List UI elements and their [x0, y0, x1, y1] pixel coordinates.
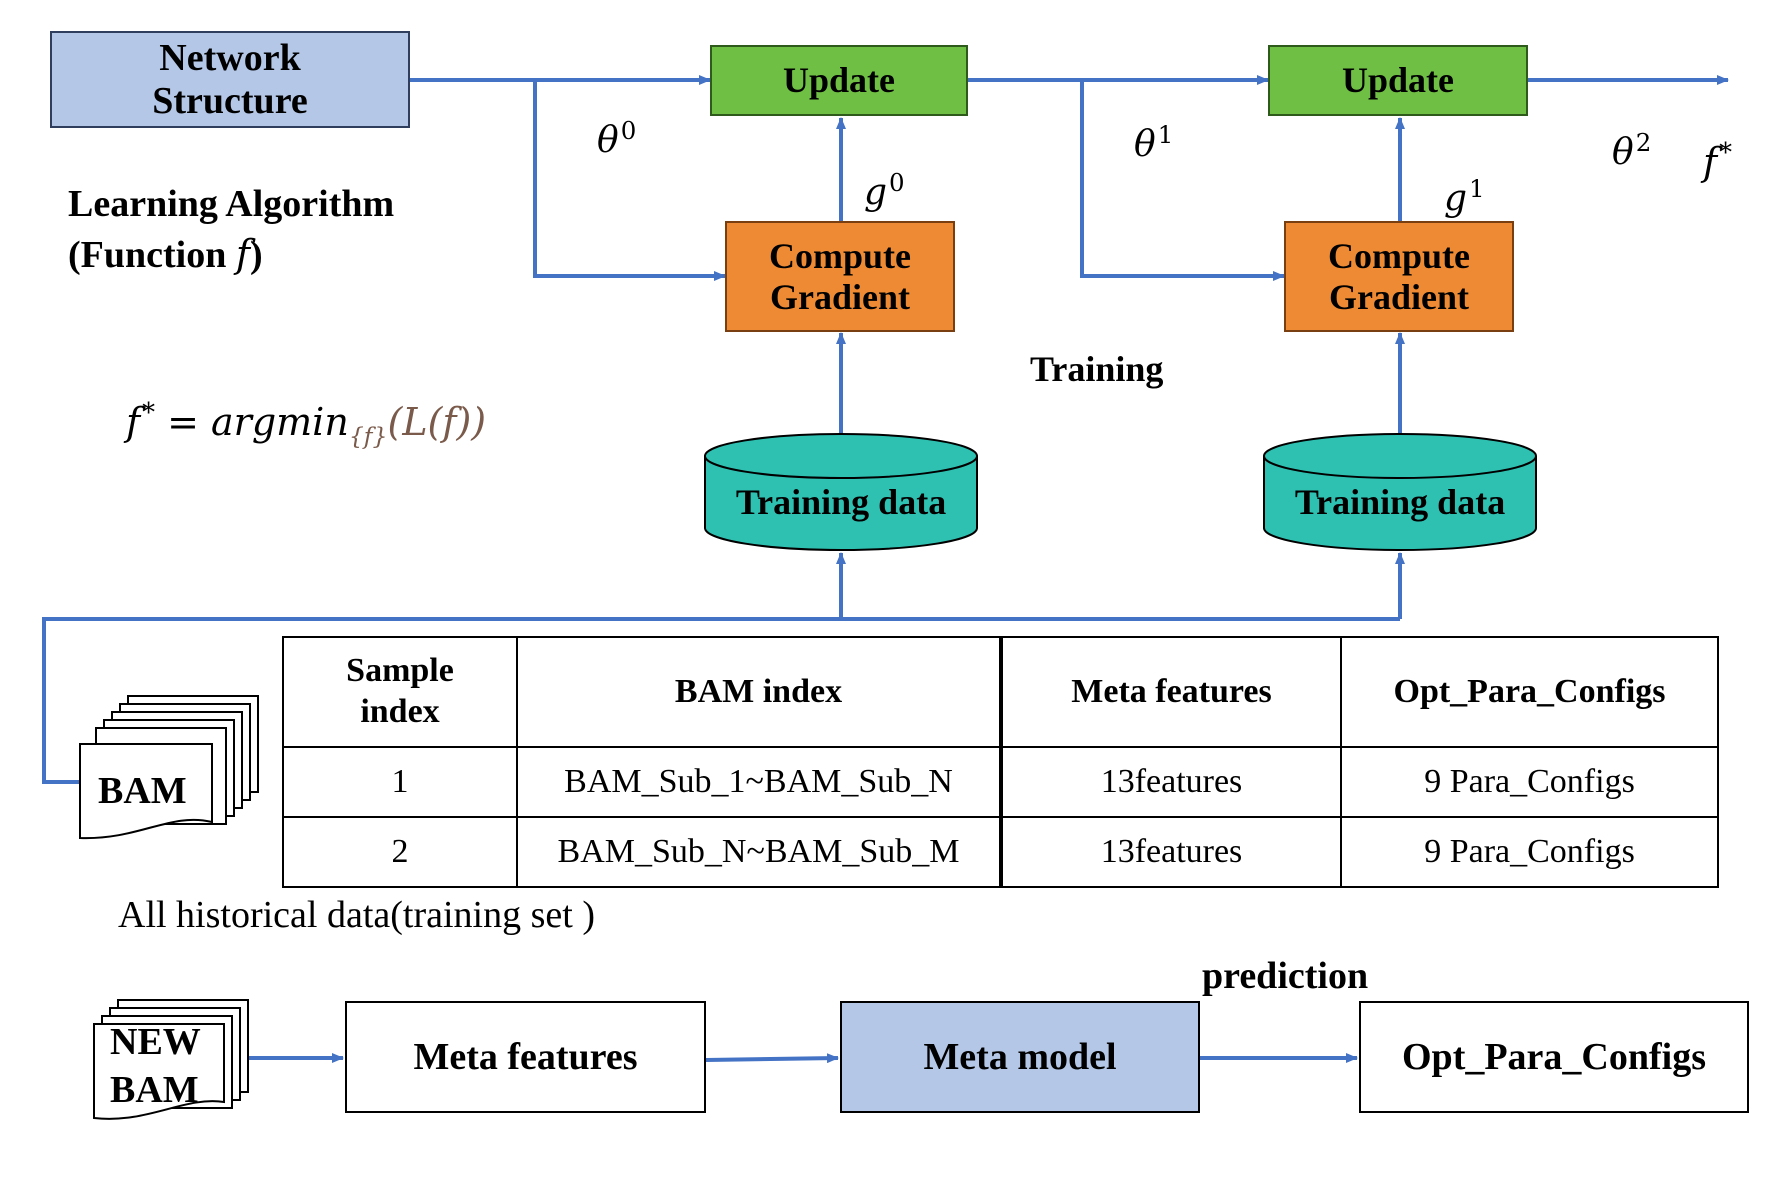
- training-data-label-1: Training data: [735, 482, 947, 522]
- header-opt-para-configs: Opt_Para_Configs: [1340, 636, 1719, 748]
- new-bam-document-stack-icon: [93, 999, 249, 1120]
- table-row: 2 BAM_Sub_N~BAM_Sub_M 13features 9 Para_…: [282, 816, 1719, 888]
- header-bam-index: BAM index: [516, 636, 1002, 748]
- arrow-network-to-gradient1: [533, 80, 726, 281]
- output-opt-para-configs-box: Opt_Para_Configs: [1359, 1001, 1749, 1113]
- function-suffix: ): [249, 234, 263, 276]
- objective-lhs-star: *: [142, 397, 155, 428]
- meta-model-box: Meta model: [840, 1001, 1200, 1113]
- theta-2-label: θ2: [1612, 128, 1651, 173]
- g-1-sup: 1: [1469, 173, 1485, 203]
- cell: BAM_Sub_1~BAM_Sub_N: [516, 746, 1002, 818]
- compute-gradient-label-1: Compute Gradient: [769, 236, 911, 317]
- table-header-row: Sample index BAM index Meta features Opt…: [282, 636, 1719, 748]
- meta-features-label: Meta features: [413, 1035, 638, 1078]
- training-label: Training: [1030, 349, 1164, 389]
- theta-0-label: θ0: [597, 116, 636, 161]
- g-0-sup: 0: [889, 167, 905, 197]
- theta-0: θ: [597, 120, 619, 161]
- cell: 13features: [999, 746, 1342, 818]
- new-bam-label-line1: NEW: [110, 1021, 201, 1063]
- bam-doc-label: BAM: [98, 770, 187, 812]
- meta-model-label: Meta model: [923, 1035, 1117, 1078]
- arrow-bam-feed: [42, 617, 1400, 784]
- objective-argmin: = argmin: [155, 400, 349, 444]
- learning-algorithm-function: (Function f): [68, 232, 263, 277]
- table-row: 1 BAM_Sub_1~BAM_Sub_N 13features 9 Para_…: [282, 746, 1719, 818]
- cell: 1: [282, 746, 518, 818]
- header-sample-index: Sample index: [282, 636, 518, 748]
- training-data-cylinder-1: [704, 433, 978, 551]
- theta-1-label: θ1: [1134, 120, 1173, 165]
- f-star-label: f*: [1703, 137, 1732, 184]
- objective-formula: f* = argmin{f}(L(f)): [126, 397, 487, 451]
- objective-rhs: (L(f)): [387, 400, 487, 444]
- cell: 9 Para_Configs: [1340, 746, 1719, 818]
- theta-2: θ: [1612, 132, 1634, 173]
- g-0-label: g0: [864, 168, 905, 213]
- update-label-2: Update: [1341, 60, 1454, 101]
- cell: 2: [282, 816, 518, 888]
- f-star-sup: *: [1719, 137, 1732, 168]
- update-box-2: Update: [1268, 45, 1528, 116]
- update-box-1: Update: [710, 45, 968, 116]
- cell: 13features: [999, 816, 1342, 888]
- historical-data-table: Sample index BAM index Meta features Opt…: [282, 636, 1719, 888]
- network-structure-label: Network Structure: [152, 36, 308, 122]
- function-prefix: (Function: [68, 234, 236, 276]
- theta-1-sup: 1: [1157, 119, 1174, 149]
- function-var: f: [235, 232, 250, 276]
- g-1: g: [1444, 178, 1468, 219]
- prediction-label: prediction: [1202, 955, 1369, 997]
- training-data-label-2: Training data: [1294, 482, 1506, 522]
- compute-gradient-label-2: Compute Gradient: [1328, 236, 1470, 317]
- table-caption: All historical data(training set ): [118, 894, 595, 936]
- compute-gradient-box-1: Compute Gradient: [725, 221, 955, 332]
- theta-0-sup: 0: [620, 115, 637, 145]
- new-bam-label-line2: BAM: [110, 1069, 199, 1111]
- learning-algorithm-title: Learning Algorithm: [68, 183, 395, 225]
- network-structure-box: Network Structure: [50, 31, 410, 128]
- arrow-update1-to-gradient2: [1080, 80, 1285, 281]
- training-data-cylinder-2: [1263, 433, 1537, 551]
- compute-gradient-box-2: Compute Gradient: [1284, 221, 1514, 332]
- bam-document-stack-icon: [79, 695, 259, 840]
- objective-sub: {f}: [348, 422, 388, 451]
- header-meta-features: Meta features: [999, 636, 1342, 748]
- g-1-label: g1: [1444, 174, 1485, 219]
- theta-2-sup: 2: [1635, 127, 1652, 157]
- g-0: g: [864, 172, 888, 213]
- objective-lhs: f: [126, 400, 141, 444]
- meta-features-box: Meta features: [345, 1001, 706, 1113]
- cell: 9 Para_Configs: [1340, 816, 1719, 888]
- arrow-metafeatures-to-metamodel: [705, 1053, 839, 1064]
- theta-1: θ: [1134, 124, 1156, 165]
- f-star-base: f: [1703, 140, 1718, 184]
- update-label-1: Update: [782, 60, 895, 101]
- cell: BAM_Sub_N~BAM_Sub_M: [516, 816, 1002, 888]
- output-opt-para-configs-label: Opt_Para_Configs: [1402, 1035, 1706, 1078]
